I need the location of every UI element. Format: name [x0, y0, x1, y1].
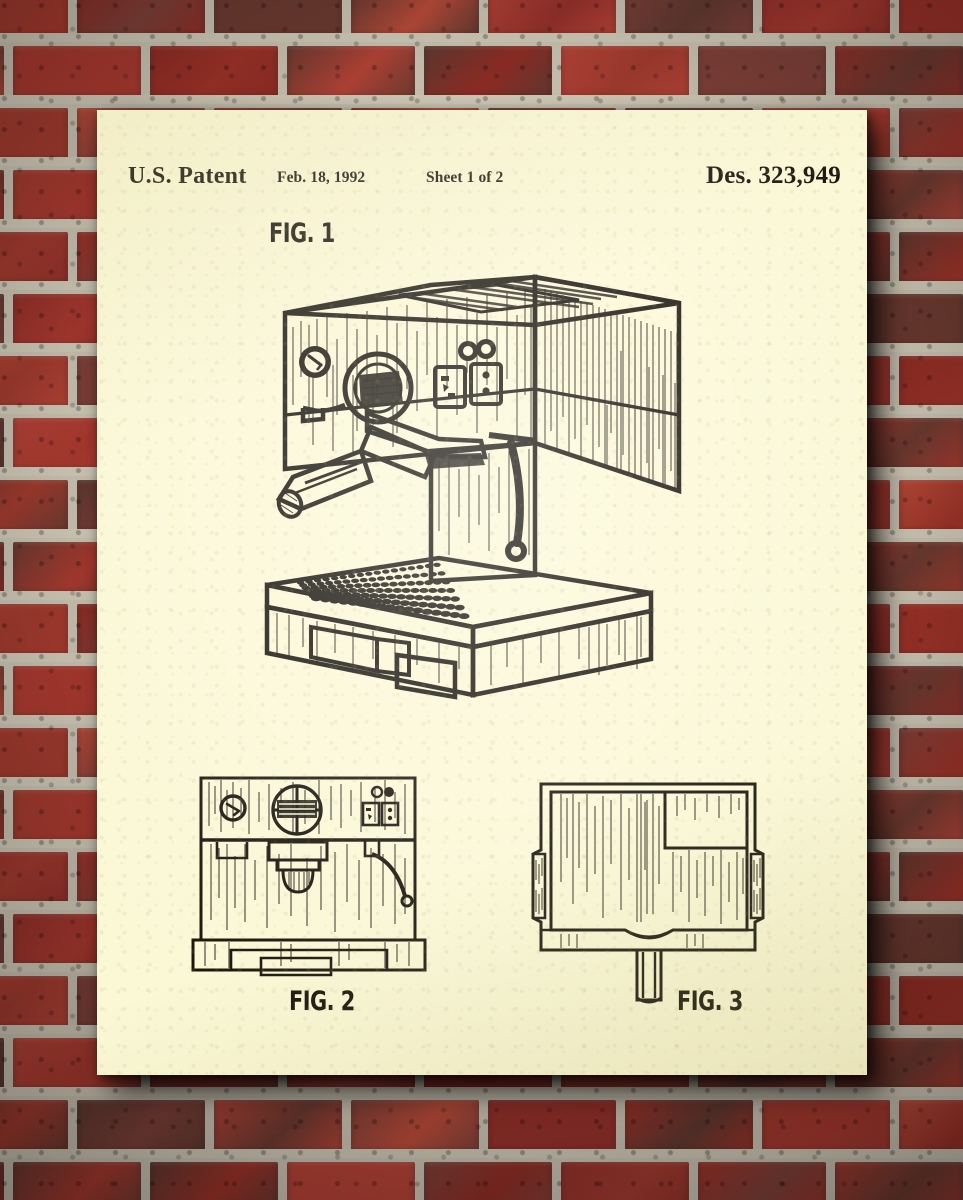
brick: [899, 0, 963, 38]
brick: [0, 418, 4, 472]
brick: [287, 46, 415, 100]
brick: [77, 0, 205, 38]
brick: [625, 1100, 753, 1154]
patent-number: Des. 323,949: [705, 162, 841, 189]
figure2-brew-knob[interactable]: [271, 784, 323, 836]
brick: [0, 294, 4, 348]
brick: [214, 1100, 342, 1154]
indicator-lamps: [458, 339, 496, 361]
brick: [899, 976, 963, 1030]
brick: [835, 1162, 963, 1200]
brick: [488, 0, 616, 38]
brick: [561, 1162, 689, 1200]
brick: [899, 108, 963, 162]
brick: [150, 1162, 278, 1200]
brick: [899, 356, 963, 410]
machine-side-face: [532, 274, 682, 495]
brick: [0, 914, 4, 968]
brick: [698, 1162, 826, 1200]
selector-knob[interactable]: [300, 351, 414, 425]
brick: [561, 46, 689, 100]
brick: [150, 46, 278, 100]
brick: [13, 46, 141, 100]
machine-lower-front: [428, 440, 538, 584]
brick: [899, 480, 963, 534]
pressure-gauge-icon: [299, 346, 331, 378]
patent-date: Feb. 18, 1992: [277, 169, 366, 186]
brick: [488, 1100, 616, 1154]
figure-3-drawing: [531, 782, 765, 1004]
brick: [762, 1100, 890, 1154]
brick: [13, 1162, 141, 1200]
steam-valve-rod[interactable]: [488, 432, 538, 562]
brick: [835, 46, 963, 100]
brick: [0, 542, 4, 596]
figure-2-drawing: [191, 776, 427, 977]
portafilter-assembly[interactable]: [275, 409, 488, 520]
brick: [0, 604, 68, 658]
machine-base: [264, 604, 654, 700]
brick: [0, 852, 68, 906]
brick: [0, 666, 4, 720]
brick: [0, 1162, 4, 1200]
figure2-group-head: [267, 840, 329, 894]
brick: [899, 852, 963, 906]
brick: [0, 728, 68, 782]
figure2-switch-panel[interactable]: [361, 785, 400, 827]
patent-header: U.S. Patent Feb. 18, 1992 Sheet 1 of 2 D…: [97, 162, 867, 195]
figure-1-label: FIG. 1: [269, 218, 335, 249]
brick: [899, 604, 963, 658]
brick: [77, 1100, 205, 1154]
drip-tray: [264, 555, 654, 650]
brick: [0, 790, 4, 844]
figure2-pressure-gauge: [219, 794, 247, 822]
brick: [0, 0, 68, 38]
brick: [424, 1162, 552, 1200]
figure3-steam-wand: [635, 948, 663, 1004]
brick: [0, 46, 4, 100]
figure-3-label: FIG. 3: [677, 986, 743, 1017]
brick: [214, 0, 342, 38]
patent-poster: U.S. Patent Feb. 18, 1992 Sheet 1 of 2 D…: [97, 110, 867, 1075]
figure-1-drawing: [264, 274, 682, 700]
figure2-steam-wand[interactable]: [363, 838, 414, 908]
brick: [0, 976, 68, 1030]
brick: [0, 232, 68, 286]
brick: [899, 728, 963, 782]
brick: [351, 0, 479, 38]
brick: [351, 1100, 479, 1154]
brick: [762, 0, 890, 38]
brick: [0, 1038, 4, 1092]
patent-office-label: U.S. Patent: [128, 163, 247, 189]
patent-sheet-number: Sheet 1 of 2: [426, 169, 504, 186]
brick: [287, 1162, 415, 1200]
brick: [0, 480, 68, 534]
brick: [899, 1100, 963, 1154]
brick: [899, 232, 963, 286]
brick: [0, 1100, 68, 1154]
brick: [0, 170, 4, 224]
brick: [625, 0, 753, 38]
brick: [424, 46, 552, 100]
brick: [698, 46, 826, 100]
brick: [0, 356, 68, 410]
brick: [0, 108, 68, 162]
figure-2-label: FIG. 2: [289, 986, 355, 1017]
switch-panel[interactable]: [433, 362, 503, 409]
drip-tray-perforations: [296, 562, 470, 620]
